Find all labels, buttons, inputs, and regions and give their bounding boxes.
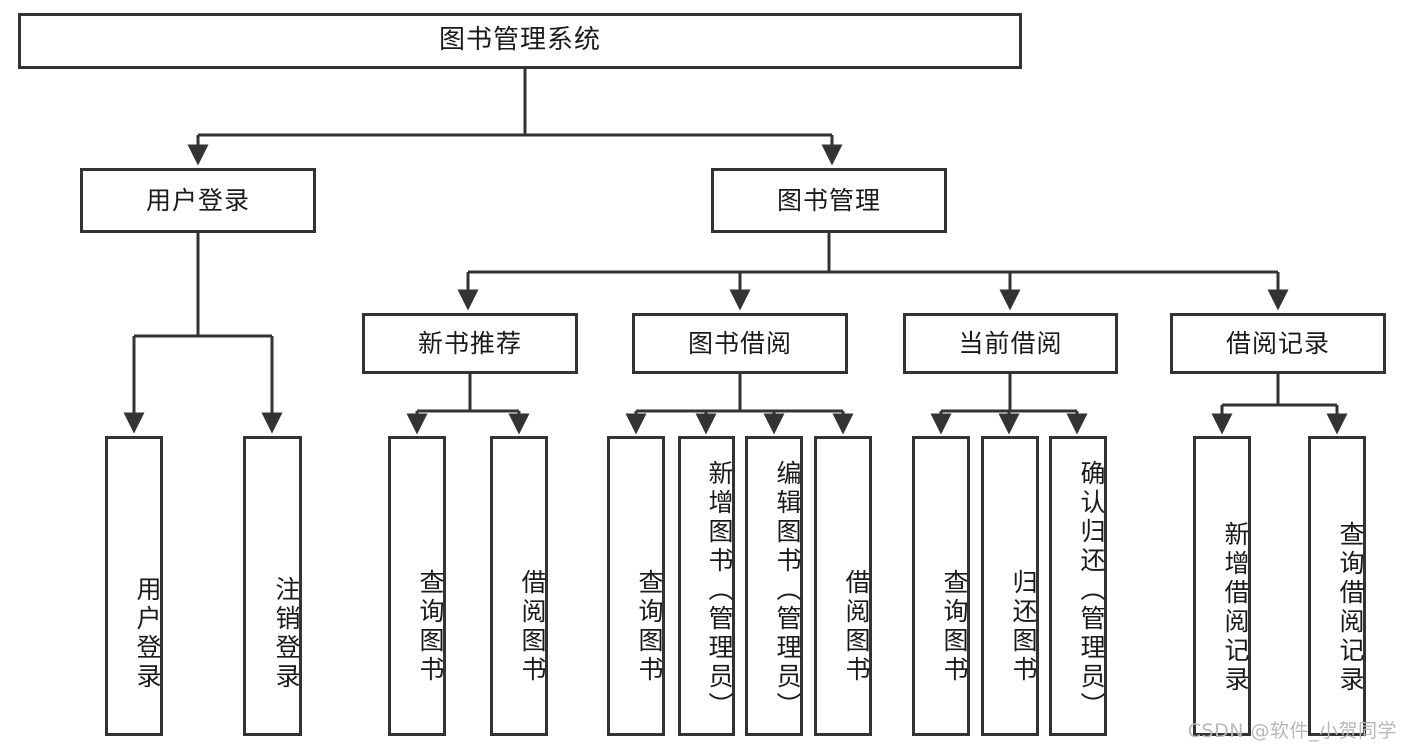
leaf-new-book-borrow[interactable]: 借阅图书 <box>490 436 548 736</box>
leaf-borrow-record-query[interactable]: 查询借阅记录 <box>1308 436 1366 736</box>
node-book-management[interactable]: 图书管理 <box>711 168 947 233</box>
node-current-borrow[interactable]: 当前借阅 <box>903 313 1118 374</box>
leaf-book-borrow-borrow[interactable]: 借阅图书 <box>814 436 872 736</box>
node-user-login[interactable]: 用户登录 <box>80 168 316 233</box>
leaf-current-borrow-confirm-return[interactable]: 确认归还（管理员） <box>1049 436 1107 736</box>
leaf-current-borrow-return[interactable]: 归还图书 <box>981 436 1039 736</box>
leaf-book-borrow-query[interactable]: 查询图书 <box>607 436 665 736</box>
leaf-borrow-record-add[interactable]: 新增借阅记录 <box>1193 436 1251 736</box>
leaf-book-borrow-add[interactable]: 新增图书（管理员） <box>678 436 735 736</box>
node-root-system[interactable]: 图书管理系统 <box>18 13 1022 69</box>
node-borrow-record[interactable]: 借阅记录 <box>1170 313 1386 374</box>
leaf-new-book-query[interactable]: 查询图书 <box>388 436 446 736</box>
node-book-borrow[interactable]: 图书借阅 <box>632 313 848 374</box>
leaf-user-login-login[interactable]: 用户登录 <box>105 436 163 736</box>
node-new-book-recommend[interactable]: 新书推荐 <box>362 313 578 374</box>
leaf-book-borrow-edit[interactable]: 编辑图书（管理员） <box>745 436 803 736</box>
leaf-current-borrow-query[interactable]: 查询图书 <box>912 436 970 736</box>
csdn-watermark: CSDN @软件_小贺同学 <box>1187 720 1397 742</box>
leaf-user-login-logout[interactable]: 注销登录 <box>243 436 302 736</box>
